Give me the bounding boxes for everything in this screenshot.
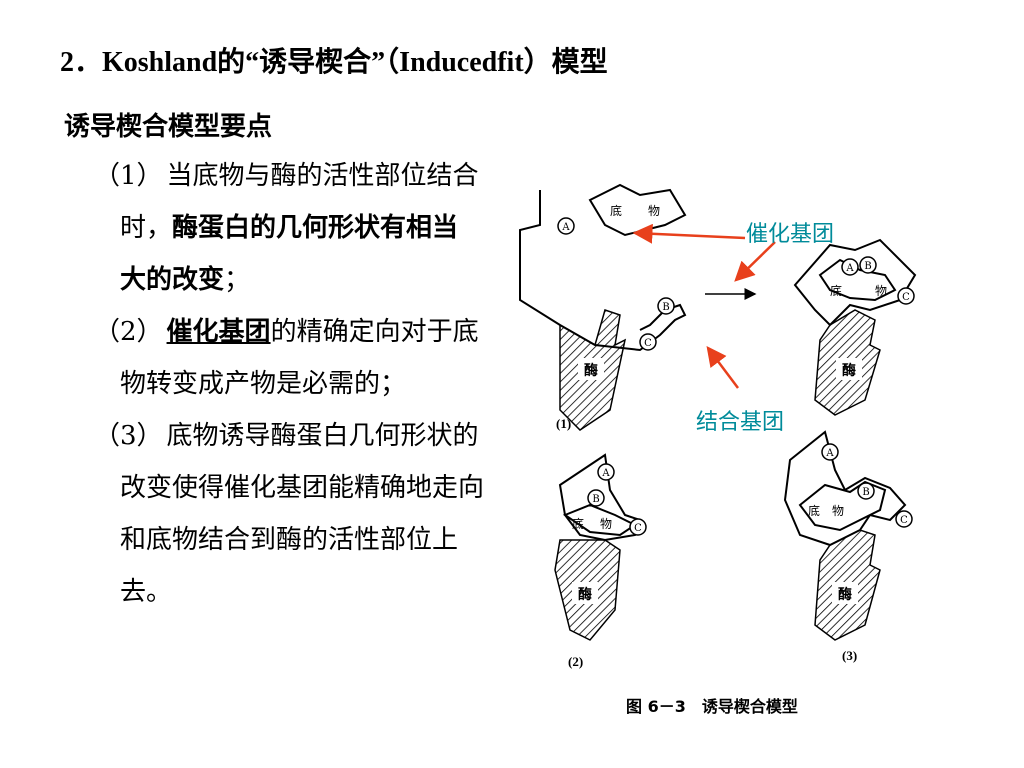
slide-title: 2．Koshland的“诱导楔合”（Inducedfit）模型 <box>60 47 608 78</box>
panel-1-result-diagram: 底 物 酶 A B C <box>793 238 917 416</box>
panel-1-diagram: 酶 底 物 A B C <box>519 183 687 431</box>
site-a-marker <box>841 258 859 276</box>
induced-fit-figure: 酶 底 物 A B C 底 物 酶 A B C 底 物 酶 A <box>519 183 917 641</box>
point-text: 的精确定向对于底物转变成产物是必需的； <box>120 317 479 399</box>
point-1: （1）当底物与酶的活性部位结合时，酶蛋白的几何形状有相当大的改变； <box>94 150 484 306</box>
panel-label-3: (3) <box>842 648 858 663</box>
panel-2-diagram: 底 物 酶 A B C <box>554 453 647 641</box>
site-b-label: B <box>864 261 871 272</box>
figure-caption: 图 6－3 诱导楔合模型 <box>626 697 798 716</box>
point-emphasis: 酶蛋白的几何形状有相当大的改变 <box>120 213 459 295</box>
site-a-marker <box>597 463 615 481</box>
substrate-char-2: 物 <box>648 204 660 218</box>
enzyme-label-bg <box>578 358 604 380</box>
substrate-char-1: 底 <box>830 283 842 298</box>
site-b-marker <box>859 256 877 274</box>
site-a-label: A <box>845 263 854 274</box>
site-c-label: C <box>902 292 910 303</box>
point-number: （3） <box>94 421 163 451</box>
point-text-end: ； <box>224 265 251 295</box>
substrate-char-1: 底 <box>572 516 584 531</box>
panel-label-1: (1) <box>556 416 572 431</box>
enzyme-label: 酶 <box>578 586 592 603</box>
site-a-label: A <box>601 468 610 479</box>
substrate-char-2: 物 <box>600 517 612 531</box>
callout-arrow-catalytic-2 <box>734 241 776 282</box>
site-b-label: B <box>662 302 669 313</box>
site-c-marker <box>895 510 913 528</box>
panel-3-diagram: 底 物 酶 A B C <box>783 430 913 641</box>
substrate-shape <box>588 183 687 237</box>
substrate-char-1: 底 <box>808 503 820 518</box>
panel-label-2: (2) <box>568 654 584 669</box>
point-3: （3）底物诱导酶蛋白几何形状的改变使得催化基团能精确地走向和底物结合到酶的活性部… <box>94 410 484 618</box>
callout-arrow-binding <box>706 346 739 389</box>
key-points-list: （1）当底物与酶的活性部位结合时，酶蛋白的几何形状有相当大的改变； （2）催化基… <box>94 150 484 618</box>
section-heading: 诱导楔合模型要点 <box>64 112 273 142</box>
enzyme-label-bg <box>572 582 598 604</box>
enzyme-label-bg <box>836 358 862 380</box>
site-b-label: B <box>862 487 869 498</box>
site-c-marker <box>897 287 915 305</box>
substrate-char-2: 物 <box>875 284 887 298</box>
substrate-char-1: 底 <box>610 203 622 218</box>
point-text: 当底物与酶的活性部位结合时， <box>120 161 479 243</box>
point-underlined-term: 催化基团 <box>166 317 271 347</box>
site-a-label: A <box>825 448 834 459</box>
site-a-marker <box>557 217 575 235</box>
point-2: （2）催化基团的精确定向对于底物转变成产物是必需的； <box>94 306 484 410</box>
site-b-label: B <box>592 494 599 505</box>
site-c-marker <box>639 333 657 351</box>
enzyme-label: 酶 <box>842 362 856 379</box>
site-b-marker <box>587 489 605 507</box>
site-a-label: A <box>561 222 570 233</box>
callout-binding-group: 结合基团 <box>696 410 785 435</box>
substrate-char-2: 物 <box>832 504 844 518</box>
site-b-marker <box>857 482 875 500</box>
enzyme-outline <box>783 430 907 547</box>
callout-catalytic-group: 催化基团 <box>746 222 835 247</box>
site-c-label: C <box>900 515 908 526</box>
callout-arrow-catalytic <box>632 223 746 244</box>
enzyme-label-bg <box>832 582 858 604</box>
site-a-marker <box>821 443 839 461</box>
enzyme-label: 酶 <box>584 362 598 379</box>
point-number: （2） <box>94 317 163 347</box>
point-text: 底物诱导酶蛋白几何形状的改变使得催化基团能精确地走向和底物结合到酶的活性部位上去… <box>120 421 485 607</box>
site-c-label: C <box>634 523 642 534</box>
site-b-marker <box>657 297 675 315</box>
enzyme-label: 酶 <box>838 586 852 603</box>
site-c-label: C <box>644 338 652 349</box>
site-c-marker <box>629 518 647 536</box>
point-number: （1） <box>94 161 163 191</box>
